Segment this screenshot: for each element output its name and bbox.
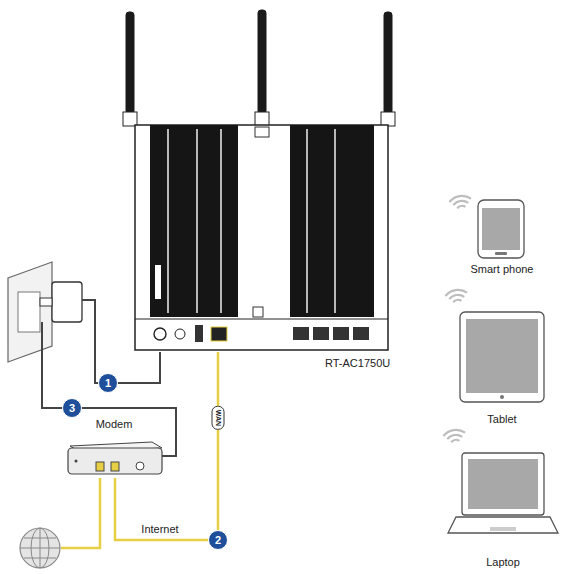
wifi-icon-part (452, 200, 468, 206)
router-device-drawing-part (135, 319, 388, 320)
router-device: RT-AC1750U (135, 125, 388, 352)
router-antennas-part (381, 112, 395, 126)
power-adapter-part (40, 298, 52, 306)
tablet-device-shape (452, 308, 552, 426)
router-device-drawing (135, 125, 388, 350)
router-device-drawing-part (175, 329, 185, 339)
router-device-drawing-part (211, 327, 227, 341)
wifi-icon-part (449, 195, 472, 203)
modem-device-drawing-part (111, 462, 119, 471)
wifi-icon-part (443, 429, 466, 437)
device-label: RT-AC1750U (325, 357, 390, 370)
laptop-device-shape (446, 449, 560, 569)
router-device-drawing-part (255, 127, 269, 137)
device-label: Tablet (487, 413, 516, 426)
router-device-drawing-part (293, 327, 309, 340)
internet-cable (61, 478, 100, 548)
router-device-drawing-part (155, 265, 161, 299)
tablet-device-drawing (460, 312, 544, 402)
wifi-icon-part (448, 294, 464, 300)
laptop-device-drawing-part (448, 517, 558, 533)
wall-outlet (8, 262, 52, 362)
router-device-drawing-part (253, 307, 263, 317)
laptop-device-drawing-part (490, 527, 516, 531)
router-device-drawing-part (135, 125, 388, 350)
router-device-drawing-part (150, 125, 238, 317)
modem-device-drawing-part (96, 462, 104, 471)
modem-device-drawing-part (75, 460, 78, 463)
router-antennas (123, 10, 395, 126)
tablet-device-drawing-part (460, 312, 544, 402)
callout-number: 3 (62, 398, 82, 418)
router-device-drawing-part (196, 129, 197, 313)
router-antennas-part (255, 112, 269, 126)
internet-globe (20, 528, 60, 568)
smartphone-device-drawing-part (478, 200, 524, 258)
tablet-device-drawing-part (500, 395, 504, 399)
power-adapter-part (52, 282, 82, 322)
modem-device-drawing-part (136, 462, 144, 470)
smartphone-device-drawing-part (495, 252, 507, 255)
callout-number: 2 (208, 530, 228, 550)
callout-number: 1 (98, 373, 118, 393)
router-device-drawing-part (306, 129, 307, 313)
router-antennas-part (258, 10, 266, 114)
modem-device: Modem (60, 418, 168, 478)
device-label: Laptop (486, 556, 520, 569)
wifi-icon-part (452, 299, 462, 303)
wall-outlet-part (8, 262, 52, 362)
wifi-icon-part (446, 434, 462, 440)
internet-globe-part (20, 528, 60, 568)
device-label: Modem (96, 418, 133, 431)
laptop-device-drawing (448, 453, 558, 533)
power-adapter (40, 282, 82, 322)
port-badge: WAN (212, 406, 225, 430)
router-device-drawing-part (353, 327, 369, 340)
smartphone-device-drawing (478, 200, 524, 258)
wifi-icon-part (456, 205, 466, 209)
cable-label: Internet (139, 523, 180, 536)
internet-cable-part (61, 478, 100, 548)
wifi-icon-part (450, 439, 460, 443)
laptop-device: Laptop (446, 449, 560, 569)
router-antennas-part (126, 12, 134, 114)
modem-device-drawing (68, 442, 162, 474)
router-antennas-part (123, 112, 137, 126)
router-device-drawing-part (154, 328, 166, 340)
router-device-drawing-part (290, 125, 374, 317)
smartphone-device-drawing-part (482, 208, 520, 250)
router-device-drawing-part (167, 129, 168, 313)
router-device-drawing-part (313, 327, 329, 340)
laptop-device-drawing-part (468, 459, 538, 509)
router-device-drawing-part (220, 129, 221, 313)
smartphone-device: Smart phone (464, 196, 540, 276)
tablet-device: Tablet (452, 308, 552, 426)
wifi-icon-part (445, 289, 468, 297)
wall-outlet-part (18, 292, 40, 332)
router-device-drawing-part (195, 325, 203, 342)
router-device-shape (135, 125, 388, 352)
router-device-drawing-part (333, 327, 349, 340)
router-antennas-part (384, 12, 392, 114)
router-device-drawing-part (334, 129, 335, 313)
modem-device-drawing-part (68, 448, 162, 474)
tablet-device-drawing-part (466, 319, 538, 393)
device-label: Smart phone (471, 263, 534, 276)
laptop-device-drawing-part (462, 453, 544, 515)
internet-globe-part (40, 528, 41, 568)
